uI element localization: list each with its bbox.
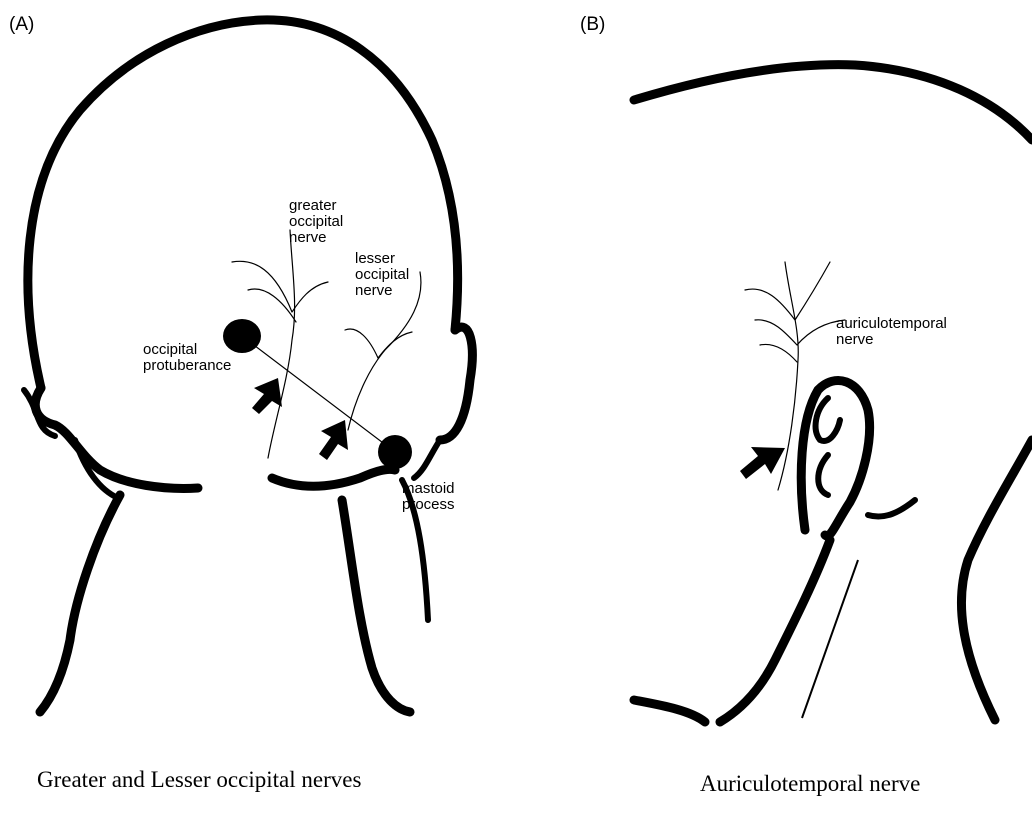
greater-occipital-nerve-branch	[232, 261, 328, 312]
auriculotemporal-nerve-branch	[745, 262, 830, 320]
left-neck-outline	[40, 495, 120, 712]
arrow-icon	[740, 447, 785, 479]
right-neck-outline	[342, 500, 410, 712]
shoulder-outline	[634, 700, 705, 722]
lesser-occipital-nerve-label: lesser occipital nerve	[355, 251, 409, 299]
right-ear-outline	[440, 327, 472, 440]
panel-a-label: (A)	[9, 14, 34, 36]
panel-b-label: (B)	[580, 14, 605, 36]
ear-concha	[818, 455, 828, 495]
nape-outline	[272, 469, 395, 486]
panel-b-caption: Auriculotemporal nerve	[700, 771, 920, 797]
head-outline	[634, 65, 1032, 140]
greater-occipital-nerve	[268, 230, 295, 458]
occipital-protuberance-label: occipital protuberance	[143, 342, 231, 374]
mastoid-process-marker	[378, 435, 412, 469]
auriculotemporal-nerve-branch	[760, 344, 797, 362]
back-neck-outline	[961, 440, 1032, 720]
panel-a-drawing	[24, 20, 472, 712]
greater-occipital-nerve-label: greater occipital nerve	[289, 198, 343, 246]
auriculotemporal-nerve	[778, 262, 798, 490]
lesser-occipital-nerve-branch	[345, 329, 412, 358]
ear-outline	[801, 380, 869, 535]
left-jaw-outline	[35, 388, 198, 488]
auriculotemporal-nerve-label: auriculotemporal nerve	[836, 316, 947, 348]
right-ear-lobe	[414, 440, 440, 478]
ear-inner-outline	[816, 398, 840, 441]
jaw-curve	[868, 500, 915, 517]
panel-a-caption: Greater and Lesser occipital nerves	[37, 767, 361, 793]
panel-b-drawing	[634, 65, 1032, 722]
mastoid-process-label: mastoid process	[402, 481, 455, 513]
arrow-icon	[252, 378, 282, 414]
jaw-outline	[720, 540, 830, 722]
auriculotemporal-nerve-branch	[755, 320, 845, 345]
arrow-icon	[319, 420, 348, 460]
